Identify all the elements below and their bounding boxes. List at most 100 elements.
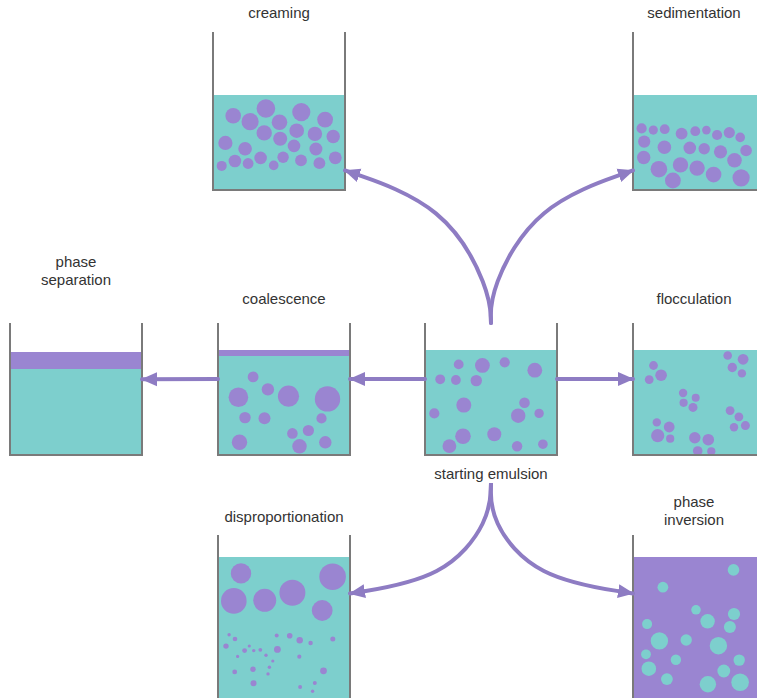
process-arrow <box>142 377 218 381</box>
stage-label: creaming <box>246 4 312 22</box>
droplet <box>223 643 228 648</box>
process-arrow <box>491 483 633 593</box>
droplet <box>319 436 331 448</box>
droplet <box>653 418 661 426</box>
droplet <box>231 563 251 583</box>
droplet <box>734 654 745 665</box>
droplet <box>649 126 658 135</box>
droplet <box>236 655 239 658</box>
droplet <box>455 428 471 444</box>
droplet <box>699 143 710 154</box>
droplet <box>637 123 647 133</box>
beaker-node: phase separation <box>10 253 142 455</box>
liquid <box>218 557 350 698</box>
oil-continuous-phase <box>633 557 757 698</box>
droplet <box>724 127 735 138</box>
droplet <box>239 412 250 423</box>
droplet <box>329 151 342 164</box>
beaker-node: creaming <box>213 4 345 190</box>
droplet <box>317 112 333 128</box>
droplet <box>308 127 322 141</box>
droplet <box>292 439 306 453</box>
droplet <box>471 375 482 386</box>
beaker <box>10 323 142 455</box>
droplet <box>534 409 543 418</box>
droplet <box>273 132 287 146</box>
droplet <box>658 140 672 154</box>
droplet <box>727 153 742 168</box>
droplet <box>679 389 687 397</box>
droplet <box>272 115 288 131</box>
droplet <box>297 655 301 659</box>
droplet <box>637 151 650 164</box>
beaker-node: coalescence <box>218 290 350 455</box>
droplet <box>268 666 271 669</box>
droplet <box>258 648 262 652</box>
droplet <box>691 605 701 615</box>
beaker <box>218 535 350 698</box>
droplet <box>728 608 740 620</box>
droplet <box>298 685 302 689</box>
droplet <box>642 661 657 676</box>
droplet <box>666 435 674 443</box>
droplet <box>671 655 681 665</box>
beaker-node: starting emulsion <box>425 323 557 483</box>
droplet <box>297 637 303 643</box>
liquid <box>425 350 557 455</box>
oil-layer <box>10 352 142 369</box>
droplet <box>712 130 722 140</box>
droplet <box>673 157 688 172</box>
droplet <box>738 354 749 365</box>
stage-label: disproportionation <box>222 508 345 526</box>
droplet <box>221 588 247 614</box>
droplet <box>500 357 510 367</box>
droplet <box>645 375 654 384</box>
droplet <box>259 412 271 424</box>
droplet <box>264 654 267 657</box>
droplet <box>664 422 675 433</box>
droplet <box>218 136 232 150</box>
liquid <box>633 350 757 455</box>
droplet <box>651 429 664 442</box>
droplet <box>724 621 736 633</box>
droplet <box>248 372 259 383</box>
droplet <box>435 374 445 384</box>
liquid <box>218 350 350 455</box>
beaker-walls <box>10 32 757 698</box>
droplet <box>661 673 673 685</box>
droplet <box>289 123 304 138</box>
droplet <box>251 680 257 686</box>
droplet <box>319 563 346 590</box>
droplet <box>243 158 254 169</box>
droplet <box>429 408 439 418</box>
droplet <box>252 649 255 652</box>
droplet <box>684 142 697 155</box>
droplet <box>232 670 237 675</box>
droplet <box>253 589 276 612</box>
droplet <box>327 130 340 143</box>
beaker <box>425 323 557 455</box>
droplet <box>475 358 490 373</box>
droplet <box>700 676 716 692</box>
droplet <box>242 648 247 653</box>
beaker <box>633 32 757 190</box>
beaker-node: sedimentation <box>633 4 755 190</box>
process-arrow <box>350 377 425 381</box>
droplet <box>658 582 669 593</box>
droplet <box>217 161 227 171</box>
droplet <box>689 403 698 412</box>
droplet <box>681 634 692 645</box>
droplet <box>487 427 501 441</box>
droplet <box>676 128 688 140</box>
droplet <box>266 672 269 675</box>
droplet <box>311 690 314 693</box>
droplet <box>242 113 259 130</box>
droplet <box>443 439 457 453</box>
droplet <box>320 667 327 674</box>
droplet <box>741 421 750 430</box>
droplet <box>330 637 335 642</box>
droplet <box>233 637 238 642</box>
droplet <box>735 412 744 421</box>
